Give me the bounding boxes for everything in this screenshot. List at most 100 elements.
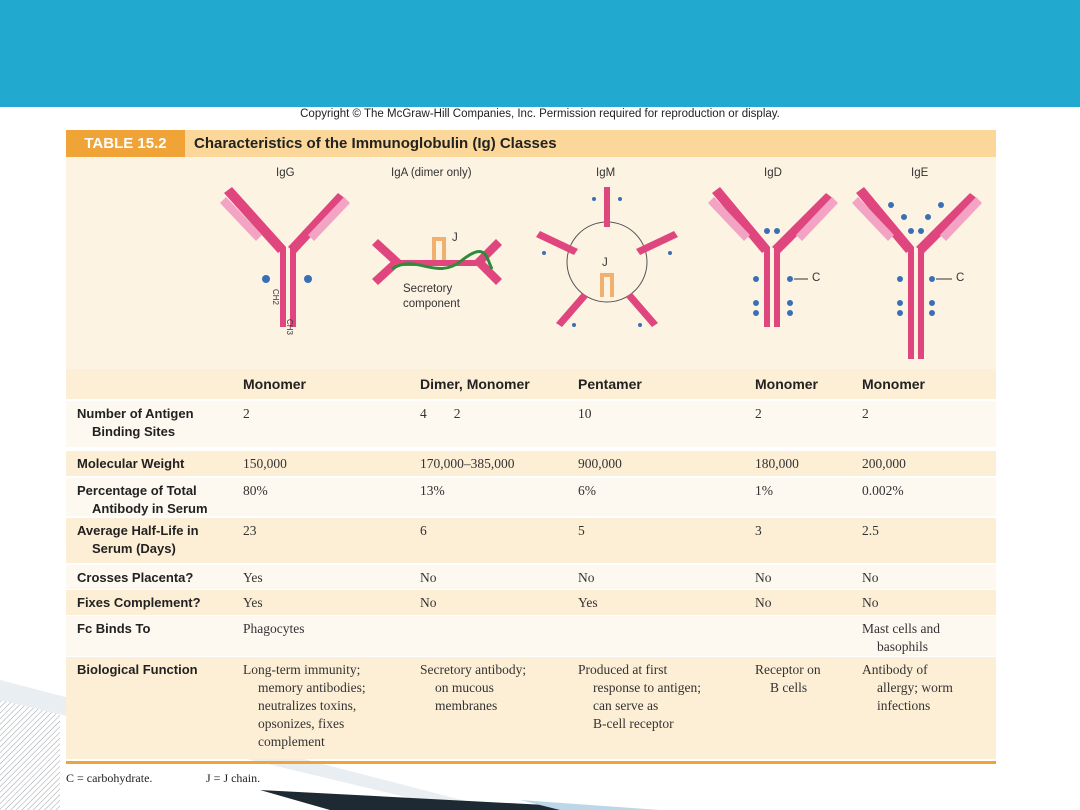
table-cell: 10 bbox=[578, 405, 592, 423]
cell-line: 10 bbox=[578, 406, 592, 421]
table-cell: 1% bbox=[755, 482, 773, 500]
table-cell: No bbox=[862, 569, 879, 587]
label-igm: IgM bbox=[596, 167, 616, 179]
table-cell: Antibody of allergy; worm infections bbox=[862, 661, 953, 715]
cell-line: 200,000 bbox=[862, 456, 906, 471]
table-cell: 200,000 bbox=[862, 455, 906, 473]
label-igg: IgG bbox=[276, 167, 295, 179]
cell-line: 0.002% bbox=[862, 483, 904, 498]
row-header-line: Molecular Weight bbox=[77, 456, 185, 471]
table-cell: 180,000 bbox=[755, 455, 799, 473]
table-cell: 4 2 bbox=[420, 405, 461, 423]
cell-line: 5 bbox=[578, 523, 585, 538]
header-bar bbox=[0, 0, 1080, 107]
table-cell: No bbox=[420, 594, 437, 612]
cell-line: complement bbox=[258, 734, 325, 749]
table-cell: Produced at first response to antigen; can… bbox=[578, 661, 701, 733]
table-cell: 0.002% bbox=[862, 482, 904, 500]
table-cell: Long-term immunity;memory antibodies;neu… bbox=[243, 661, 366, 751]
cell-line: 900,000 bbox=[578, 456, 622, 471]
cell-line: infections bbox=[877, 698, 931, 713]
table-cell: No bbox=[755, 594, 772, 612]
copyright-notice: Copyright © The McGraw-Hill Companies, I… bbox=[300, 108, 780, 120]
table-cell: 170,000–385,000 bbox=[420, 455, 515, 473]
row-header-line: Antibody in Serum bbox=[92, 501, 208, 516]
table-cell: 13% bbox=[420, 482, 445, 500]
row-header: Crosses Placenta? bbox=[77, 569, 193, 587]
table-cell: 6% bbox=[578, 482, 596, 500]
cell-line: No bbox=[862, 570, 879, 585]
cell-line: 23 bbox=[243, 523, 257, 538]
label-secretory-2: component bbox=[403, 298, 460, 310]
table-cell: 900,000 bbox=[578, 455, 622, 473]
col-header-igg: Monomer bbox=[243, 376, 306, 392]
cell-line: B-cell receptor bbox=[593, 716, 674, 731]
row-header-line: Fc Binds To bbox=[77, 621, 151, 636]
cell-line: Yes bbox=[243, 595, 263, 610]
table-row: Molecular Weight 150,000 170,000–385,000 90… bbox=[66, 451, 996, 476]
row-header-line: Crosses Placenta? bbox=[77, 570, 194, 585]
col-header-igd: Monomer bbox=[755, 376, 818, 392]
cell-line: 2.5 bbox=[862, 523, 879, 538]
cell-line: basophils bbox=[877, 639, 929, 654]
footnote-j-chain: J = J chain. bbox=[206, 771, 261, 785]
table-cell: No bbox=[578, 569, 595, 587]
cell-line: No bbox=[420, 570, 437, 585]
cell-line: can serve as bbox=[593, 698, 659, 713]
table-cell: 6 bbox=[420, 522, 427, 540]
table-cell: No bbox=[420, 569, 437, 587]
row-header: Fc Binds To bbox=[77, 620, 150, 638]
cell-line: on mucous bbox=[435, 680, 494, 695]
label-ige: IgE bbox=[911, 167, 929, 179]
cell-line: opsonizes, fixes bbox=[258, 716, 345, 731]
table-cell: 2 bbox=[755, 405, 762, 423]
table-cell: Yes bbox=[243, 594, 263, 612]
row-header-line: Biological Function bbox=[77, 662, 198, 677]
cell-line: Antibody of bbox=[862, 662, 928, 677]
table-cell: 3 bbox=[755, 522, 762, 540]
table-cell: 2 bbox=[862, 405, 869, 423]
table-cell: 2 bbox=[243, 405, 250, 423]
cell-line: allergy; worm bbox=[877, 680, 953, 695]
igd-structure bbox=[708, 187, 838, 327]
cell-line: Yes bbox=[578, 595, 598, 610]
cell-line: 2 bbox=[243, 406, 250, 421]
cell-line: No bbox=[862, 595, 879, 610]
label-ch2: CH2 bbox=[271, 289, 280, 306]
label-igm-j: J bbox=[602, 257, 608, 269]
label-iga-j: J bbox=[452, 232, 458, 244]
row-header-line: Number of Antigen bbox=[77, 406, 194, 421]
table-cell: 23 bbox=[243, 522, 257, 540]
cell-line: B cells bbox=[770, 680, 808, 695]
table-bottom-rule bbox=[66, 761, 996, 764]
cell-line: 13% bbox=[420, 483, 445, 498]
antibody-figure: IgG IgA (dimer only) IgM IgD IgE CH2 CH3… bbox=[66, 157, 996, 369]
table-cell: 80% bbox=[243, 482, 268, 500]
table-cell: Yes bbox=[243, 569, 263, 587]
igm-structure bbox=[536, 187, 678, 327]
cell-line: No bbox=[420, 595, 437, 610]
cell-line: 1% bbox=[755, 483, 773, 498]
table-cell: Secretory antibody; on mucous membranes bbox=[420, 661, 526, 715]
cell-line: Produced at first bbox=[578, 662, 668, 677]
cell-line: response to antigen; bbox=[593, 680, 701, 695]
cell-line: 2 bbox=[862, 406, 869, 421]
table-row: Biological Function Long-term immunity;me… bbox=[66, 657, 996, 759]
table-cell: 150,000 bbox=[243, 455, 287, 473]
igg-structure bbox=[220, 187, 350, 327]
cell-line: membranes bbox=[435, 698, 498, 713]
footnote-carbohydrate: C = carbohydrate. bbox=[66, 771, 153, 785]
row-header-line: Serum (Days) bbox=[92, 541, 176, 556]
row-header-line: Binding Sites bbox=[92, 424, 176, 439]
cell-line: Secretory antibody; bbox=[420, 662, 527, 677]
cell-line: memory antibodies; bbox=[258, 680, 366, 695]
cell-line: No bbox=[755, 570, 772, 585]
